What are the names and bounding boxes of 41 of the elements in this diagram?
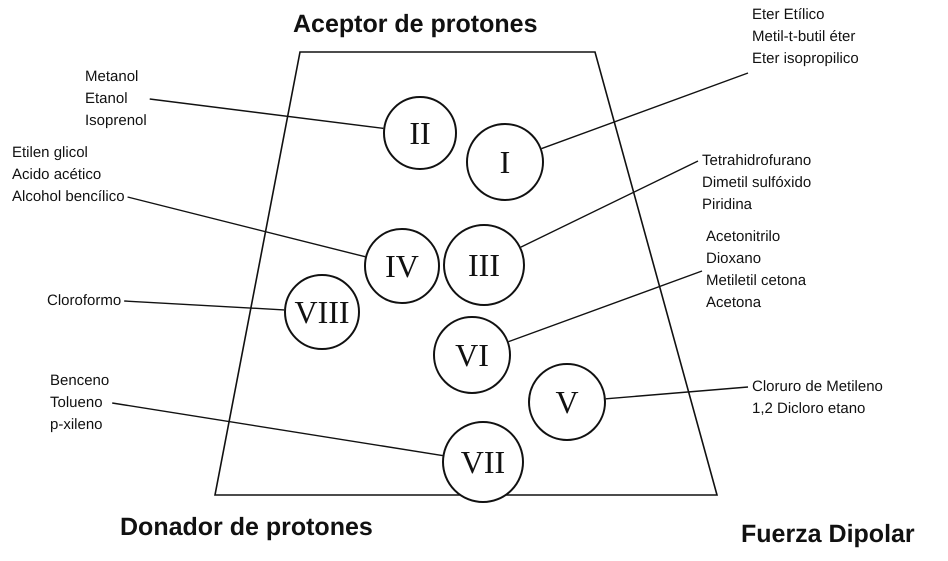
- roman-numeral: II: [409, 114, 431, 152]
- roman-numeral: I: [500, 144, 510, 180]
- solvent-name: Acetona: [706, 293, 762, 313]
- corner-label: Fuerza Dipolar: [741, 520, 915, 549]
- solvent-name: Dimetil sulfóxido: [702, 173, 812, 193]
- solvent-name: Metiletil cetona: [706, 271, 806, 291]
- solvent-name: Benceno: [50, 371, 110, 391]
- solvent-name: Dioxano: [706, 249, 762, 269]
- solvent-name: Cloruro de Metileno: [752, 377, 883, 397]
- roman-numeral: VI: [455, 336, 489, 374]
- leader-line: [520, 160, 698, 248]
- solvent-name: Cloroformo: [47, 291, 122, 311]
- solvent-name: Tetrahidrofurano: [702, 151, 812, 171]
- solvent-name: Metanol: [85, 67, 140, 87]
- solvent-name: Eter Etílico: [752, 5, 826, 25]
- solvent-name: Tolueno: [50, 393, 104, 413]
- roman-numeral: III: [468, 246, 500, 284]
- solvent-name: Etanol: [85, 89, 129, 109]
- roman-numeral: IV: [385, 248, 419, 284]
- roman-numeral: VII: [460, 444, 506, 480]
- leader-line: [150, 98, 384, 130]
- solvent-name: Piridina: [702, 195, 754, 215]
- roman-numeral: V: [555, 384, 579, 420]
- corner-label: Donador de protones: [120, 513, 373, 542]
- solvent-name: Etilen glicol: [12, 143, 89, 163]
- leader-line: [606, 386, 748, 400]
- solvent-name: Isoprenol: [85, 111, 147, 131]
- solvent-name: Acido acético: [12, 165, 102, 185]
- solvent-name: 1,2 Dicloro etano: [752, 399, 866, 419]
- leader-line: [124, 300, 284, 311]
- corner-label: Aceptor de protones: [293, 10, 538, 39]
- solvent-name: Alcohol bencílico: [12, 187, 125, 207]
- solvent-name: Eter isopropilico: [752, 49, 859, 69]
- leader-line: [127, 196, 366, 258]
- leader-line: [508, 270, 702, 342]
- solvent-name: Acetonitrilo: [706, 227, 782, 247]
- solvent-name: Metil-t-butil éter: [752, 27, 856, 47]
- leader-line: [541, 72, 748, 150]
- roman-numeral: VIII: [294, 294, 350, 330]
- solvent-name: p-xileno: [50, 415, 104, 435]
- leader-line: [112, 402, 443, 456]
